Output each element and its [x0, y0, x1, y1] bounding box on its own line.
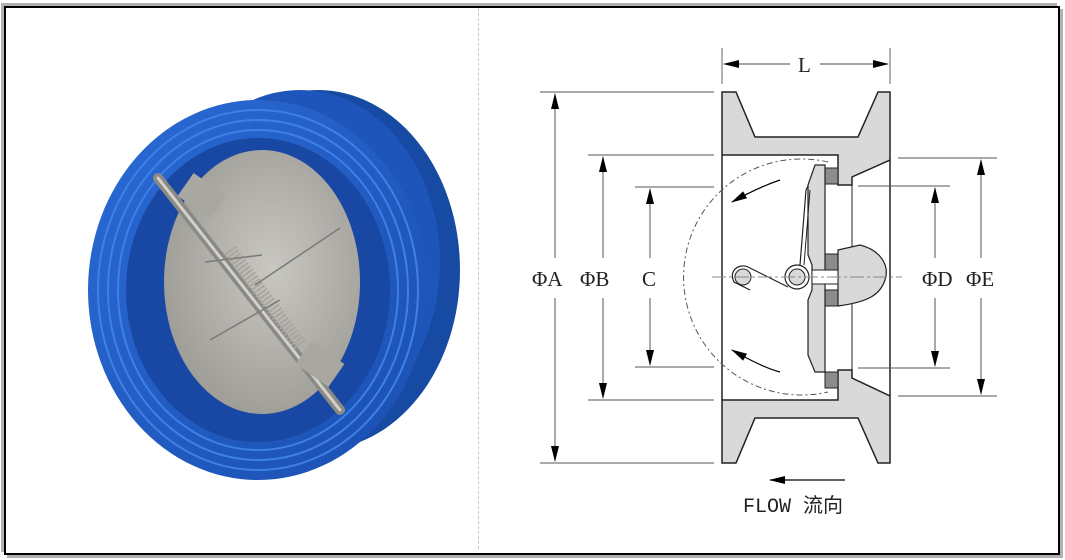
label-phi-A: ΦA — [532, 267, 563, 291]
swing-arc — [683, 158, 829, 396]
stop-boss — [837, 244, 887, 307]
label-phi-D: ΦD — [922, 267, 953, 291]
dimension-L: L — [721, 48, 891, 84]
label-phi-E: ΦE — [966, 267, 994, 291]
panel-divider — [478, 8, 479, 549]
label-L: L — [798, 53, 811, 77]
disc-plates — [807, 164, 826, 373]
lug-bottom — [295, 341, 345, 387]
flow-label: FLOW 流向 — [743, 494, 843, 519]
lug-top — [177, 173, 227, 219]
label-phi-B: ΦB — [580, 267, 609, 291]
spring-arm — [731, 265, 789, 291]
label-C: C — [642, 267, 656, 291]
seal-top — [824, 167, 839, 185]
seal-bottom — [824, 371, 839, 389]
body-section-lower — [721, 369, 891, 464]
body-section-upper — [721, 91, 891, 186]
